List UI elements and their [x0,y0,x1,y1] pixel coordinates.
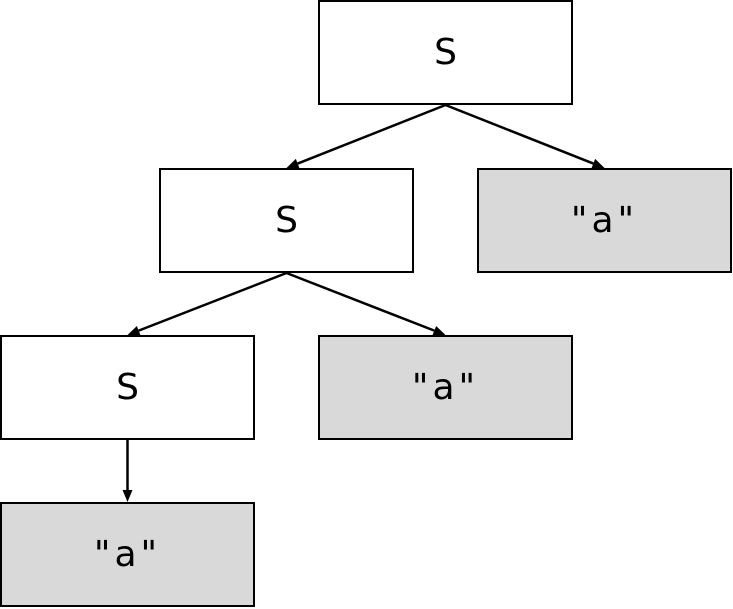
arrowhead-icon [127,325,141,336]
node-label: S [434,32,457,73]
edge-line [445,103,594,165]
edge-line [138,271,287,332]
arrowhead-icon [286,158,300,169]
arrowhead-icon [591,158,605,169]
tree-node-terminal-level4: "a" [0,502,255,607]
arrowhead-icon [432,325,446,336]
edge-line [297,103,446,165]
tree-node-s-level2: S [159,168,414,273]
node-label: S [275,200,298,241]
node-label: "a" [570,200,639,241]
tree-node-root: S [318,0,573,105]
node-label: S [116,367,139,408]
arrowhead-icon [122,490,133,502]
tree-node-s-level3: S [0,335,255,440]
tree-node-terminal-level3: "a" [318,335,573,440]
node-label: "a" [411,367,480,408]
tree-node-terminal-level2: "a" [477,168,732,273]
edge-line [286,271,435,332]
node-label: "a" [93,534,162,575]
